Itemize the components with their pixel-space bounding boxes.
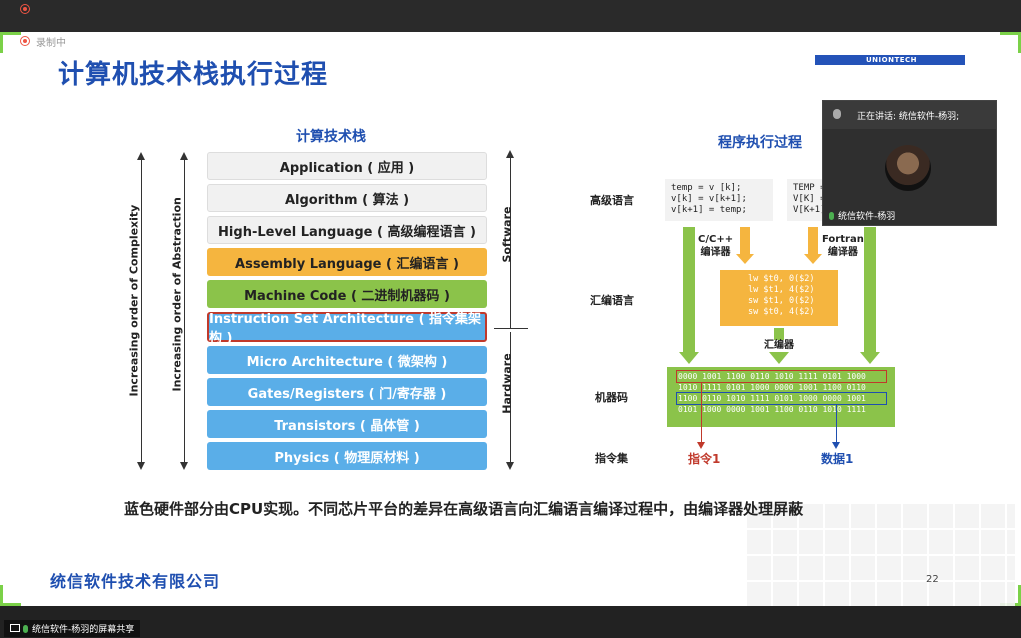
slide-caption: 蓝色硬件部分由CPU实现。不同芯片平台的差异在高级语言向汇编语言编译过程中，由编…: [124, 500, 804, 518]
arrow-head-icon: [769, 352, 789, 364]
orange-arrow: [740, 227, 750, 255]
fortran-compiler-label: Fortran 编译器: [822, 233, 864, 259]
abstraction-label: Increasing order of Abstraction: [170, 197, 184, 392]
binary-line: 0101 1000 0000 1001 1100 0110 1010 1111: [678, 405, 866, 414]
orange-arrow: [808, 227, 818, 255]
frame-corner: [0, 585, 21, 606]
layer-assembly-language: Assembly Language ( 汇编语言 ): [207, 248, 487, 276]
layer-application: Application ( 应用 ): [207, 152, 487, 180]
binary-line: 0000 1001 1100 0110 1010 1111 0101 1000: [678, 372, 866, 381]
arrow-head-icon: [736, 254, 754, 264]
speaker-name-row: 统信软件-杨羽: [829, 209, 895, 222]
layer-isa: Instruction Set Architecture ( 指令集架构 ): [207, 312, 487, 346]
green-arrow: [864, 227, 876, 353]
screen-icon: [10, 624, 20, 632]
hardware-axis: [510, 332, 511, 462]
arrow-down-icon: [180, 462, 188, 470]
compiler-name: Fortran: [822, 234, 864, 245]
mic-icon: [23, 625, 28, 633]
row-label-machine: 机器码: [595, 391, 628, 404]
speaker-avatar: [885, 145, 931, 191]
code-line: v[k+1] = temp;: [671, 205, 747, 215]
asm-line: sw $t1, 0($2): [748, 296, 815, 306]
row-label-high: 高级语言: [590, 194, 634, 207]
arrow-head-icon: [860, 352, 880, 364]
asm-line: sw $t0, 4($2): [748, 307, 815, 317]
screen-share-label[interactable]: 统信软件-杨羽的屏幕共享: [4, 620, 141, 637]
logo-band: [815, 55, 965, 65]
layer-high-level-language: High-Level Language ( 高级编程语言 ): [207, 216, 487, 244]
mic-off-icon: [833, 109, 841, 119]
layer-physics: Physics ( 物理原材料 ): [207, 442, 487, 470]
complexity-axis: [141, 160, 142, 462]
mic-icon: [829, 212, 834, 220]
record-icon: [20, 4, 30, 14]
row-label-asm: 汇编语言: [590, 294, 634, 307]
compiler-name: C/C++: [698, 234, 734, 245]
instruction-label: 指令1: [688, 452, 721, 466]
frame-corner: [1000, 32, 1021, 53]
top-bar: [0, 0, 1021, 32]
data-pointer: [836, 404, 837, 442]
code-line: temp = v [k];: [671, 183, 742, 193]
bottom-bar: 统信软件-杨羽的屏幕共享: [0, 606, 1021, 638]
speaker-name: 统信软件-杨羽: [838, 212, 896, 222]
green-arrow: [774, 328, 784, 340]
compiler-type: 编译器: [700, 247, 731, 258]
row-label-isa: 指令集: [595, 452, 628, 465]
speaking-indicator: 正在讲话: 统信软件-杨羽;: [857, 112, 960, 122]
flow-title: 程序执行过程: [718, 135, 802, 151]
layer-machine-code: Machine Code ( 二进制机器码 ): [207, 280, 487, 308]
arrow-up-icon: [137, 152, 145, 160]
asm-line: lw $t0, 0($2): [748, 274, 815, 284]
arrow-down-icon: [506, 462, 514, 470]
arrow-head-icon: [804, 254, 822, 264]
layer-gates-registers: Gates/Registers ( 门/寄存器 ): [207, 378, 487, 406]
layer-transistors: Transistors ( 晶体管 ): [207, 410, 487, 438]
boundary-line: [494, 328, 528, 329]
video-header: 正在讲话: 统信软件-杨羽;: [823, 101, 996, 129]
assembly-code-box: lw $t0, 0($2) lw $t1, 4($2) sw $t1, 0($2…: [720, 270, 838, 326]
speaker-video-window[interactable]: 正在讲话: 统信软件-杨羽; 统信软件-杨羽: [822, 100, 997, 226]
company-logo: UNIONTECH: [866, 56, 918, 64]
green-arrow: [683, 227, 695, 353]
page-number: 22: [926, 574, 939, 585]
instruction-highlight: [676, 370, 887, 383]
stack-title: 计算技术栈: [296, 129, 366, 145]
code-line: v[k] = v[k+1];: [671, 194, 747, 204]
decorative-grid: [745, 502, 1015, 606]
arrow-down-icon: [137, 462, 145, 470]
arrow-up-icon: [506, 150, 514, 158]
shared-slide: 录制中 计算机技术栈执行过程 UNIONTECH 计算技术栈 Increasin…: [0, 32, 1021, 606]
compiler-type: 编译器: [827, 247, 858, 258]
arrow-head-icon: [679, 352, 699, 364]
hardware-label: Hardware: [500, 353, 514, 414]
c-compiler-label: C/C++ 编译器: [698, 233, 733, 259]
arrow-up-icon: [180, 152, 188, 160]
complexity-label: Increasing order of Complexity: [127, 204, 141, 397]
data-highlight: [676, 392, 887, 405]
assembler-label: 汇编器: [764, 340, 794, 351]
software-label: Software: [500, 206, 514, 263]
share-text: 统信软件-杨羽的屏幕共享: [32, 625, 135, 635]
data-label: 数据1: [821, 452, 854, 466]
binary-line: 1100 0110 1010 1111 0101 1000 0000 1001: [678, 394, 866, 403]
instruction-pointer: [701, 382, 702, 442]
binary-line: 1010 1111 0101 1000 0000 1001 1100 0110: [678, 383, 866, 392]
layer-algorithm: Algorithm ( 算法 ): [207, 184, 487, 212]
recording-label: 录制中: [36, 38, 66, 49]
abstraction-axis: [184, 160, 185, 462]
arrow-head-icon: [697, 442, 705, 449]
asm-line: lw $t1, 4($2): [748, 285, 815, 295]
layer-micro-architecture: Micro Architecture ( 微架构 ): [207, 346, 487, 374]
frame-corner: [0, 32, 21, 53]
recording-dot-icon: [20, 36, 30, 46]
arrow-head-icon: [832, 442, 840, 449]
c-code-box: temp = v [k]; v[k] = v[k+1]; v[k+1] = te…: [665, 179, 773, 221]
software-axis: [510, 158, 511, 328]
footer-company-name: 统信软件技术有限公司: [50, 572, 221, 591]
machine-code-box: 0000 1001 1100 0110 1010 1111 0101 1000 …: [667, 367, 895, 427]
slide-title: 计算机技术栈执行过程: [58, 60, 329, 90]
